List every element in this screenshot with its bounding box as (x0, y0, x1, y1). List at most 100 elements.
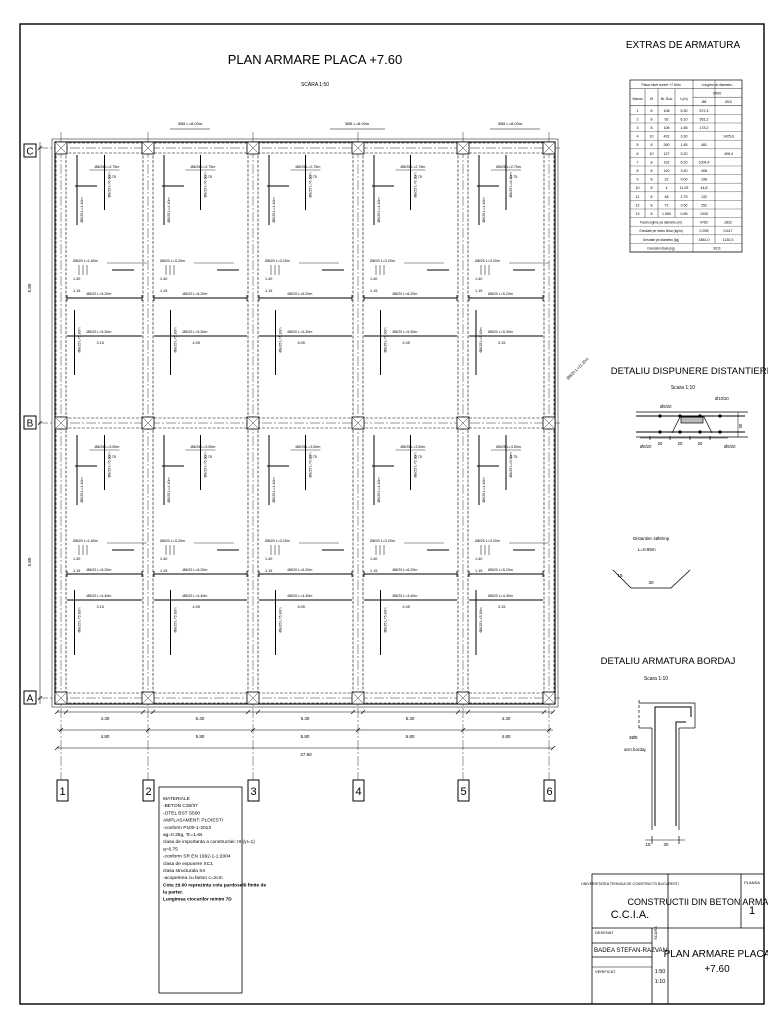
column-hatch (456, 141, 470, 155)
cap-label: Ø8/20 L=3.20m (160, 539, 185, 543)
dimension-row-2: 4.80 5.80 5.80 5.80 4.80 (101, 734, 511, 739)
extra-bar-label: Ø8/25 L=3.50m (401, 445, 426, 449)
spacer-shape (612, 569, 691, 589)
dim-tick (150, 709, 156, 715)
column-hatch (456, 416, 470, 430)
dim-small: 2.75 (205, 455, 212, 459)
dim-small: 1.40 (370, 277, 377, 281)
extras-cell: 8 (651, 109, 653, 113)
spacers-title: DETALIU DISPUNERE DISTANTIERI (611, 366, 768, 377)
side-bar-label: Ø8/20 L=11.20m (565, 356, 590, 381)
extras-cell: 7 (637, 160, 639, 164)
vert-bar-label: Ø8/25 L=5.30m (414, 453, 418, 478)
extras-cell: 108 (664, 109, 670, 113)
cap-label: Ø8/20 L=3.20m (370, 259, 395, 263)
dim-small: 3.15 (498, 341, 505, 345)
col-label-3: 3 (250, 786, 256, 798)
bay-label: Ø8/20 L=5.20m (87, 292, 112, 296)
spacer-label-4: Ø8/20 (724, 444, 736, 449)
extras-cell: 572,4 (700, 109, 709, 113)
extras-cell: 127 (664, 152, 670, 156)
extras-cell: 8 (651, 203, 653, 207)
vert-bar-label-2: Ø8/25 L=4.40m (167, 198, 171, 223)
extras-cell: 481 (701, 143, 707, 147)
bay-label: Ø8/20 L=5.20m (488, 568, 513, 572)
extras-title: EXTRAS DE ARMATURA (626, 40, 741, 51)
bay-label: Ø8/20 L=6.20m (183, 568, 208, 572)
extras-cell: 1 (637, 109, 639, 113)
column-hatch (141, 691, 155, 705)
cap-label: Ø8/20 L=3.20m (370, 539, 395, 543)
extras-cell: 120 (664, 169, 670, 173)
extras-col-header: Ø8 (702, 100, 707, 104)
vert-bar-label: Ø8/25 L=6.10m (509, 173, 513, 198)
extras-cell: 8 (651, 178, 653, 182)
dim-small: 6.05 (298, 341, 305, 345)
dim-small: 1.15 (160, 289, 167, 293)
extras-cell: 1030 (700, 212, 708, 216)
dim-small: 1.15 (370, 289, 377, 293)
slab-edge (51, 138, 559, 708)
dim-small: 1.15 (475, 569, 482, 573)
extras-col-header: Ø10 (725, 100, 732, 104)
dim-small: 1.30 (73, 557, 80, 561)
vert-bar-label-3: Ø8/25 L=5.30m (78, 328, 82, 353)
column-hatch (54, 141, 68, 155)
bay-label-2: Ø8/20 L=4.40m (288, 594, 313, 598)
dim-tick (145, 727, 151, 733)
dim-tick (355, 727, 361, 733)
materials-line-11: -acoperirea cu beton c=2cm (163, 875, 223, 881)
row-marker-a: A (23, 690, 37, 705)
plan-title: PLAN ARMARE PLACA +7.60 (228, 52, 403, 67)
dim-small: 1.15 (73, 569, 80, 573)
vert-bar-label: Ø8/25 L=6.10m (108, 173, 112, 198)
extras-footer-label: Greutate pe metru liniar (kg/m) (639, 229, 682, 233)
dim-tick (455, 709, 461, 715)
extras-cell: 8 (651, 126, 653, 130)
vert-bar-label-2: Ø8/25 L=4.40m (272, 198, 276, 223)
extras-cell: 8 (651, 160, 653, 164)
materials-line-5: ag=0.35g, Tc=1.6s (163, 832, 203, 838)
extras-cell: 13 (636, 212, 640, 216)
extras-footer-value: 1832 (724, 221, 732, 225)
edge-bar-note: arm.bordaj (624, 747, 646, 752)
dim-small: 4.05 (403, 341, 410, 345)
spacer-dim-4: 30 (738, 423, 743, 428)
spacer-length: L=0.85m (638, 547, 656, 552)
vert-bar-label: Ø8/25 L=6.10m (414, 173, 418, 198)
materials-line-10: clasa structurala S4 (163, 868, 205, 874)
spacer-dim-2: 20 (678, 441, 683, 446)
extras-cell: 2 (637, 117, 639, 121)
col-label-2: 2 (145, 786, 151, 798)
edge-dim-1: 15 (645, 842, 651, 847)
materials-line-0: MATERIALE (163, 796, 190, 802)
dim-small: 2.75 (510, 175, 517, 179)
extra-bar-label: Ø8/25 L=2.75m (95, 165, 120, 169)
title-block (591, 873, 765, 1005)
dim-small: 4.05 (403, 605, 410, 609)
dim-tick (255, 709, 261, 715)
extras-col-header: Nr. Buc (661, 97, 673, 101)
materials-line-1: -BETON C30/37 (163, 803, 198, 809)
extras-length-header: Lungimi pe diametru (702, 83, 733, 87)
extras-cell: 162 (664, 160, 670, 164)
dim-tick (58, 727, 64, 733)
cap-label: Ø8/20 L=3.20m (475, 259, 500, 263)
spacer-shape-dim-b: 15 (617, 573, 623, 578)
extras-cell: 1.060 (662, 212, 671, 216)
dim-small: 1.15 (160, 569, 167, 573)
materials-line-6: clasa de importanta a constructiei: III … (163, 839, 255, 845)
column-hatch (542, 691, 556, 705)
bay-label-2: Ø8/20 L=5.30m (288, 330, 313, 334)
cap-label: Ø8/20 L=3.20m (265, 259, 290, 263)
vert-bar-label-2: Ø8/25 L=4.40m (482, 478, 486, 503)
bay-label: Ø8/20 L=6.20m (183, 292, 208, 296)
extras-cell: 0.85 (681, 212, 688, 216)
vert-bar-label-3: Ø8/25 L=5.30m (384, 328, 388, 353)
tb-sheet-label: PLANSA (744, 880, 760, 885)
vert-bar-label-3: Ø8/25 L=5.30m (174, 608, 178, 633)
extras-cell: 1425,6 (723, 135, 734, 139)
materials-line-3: AMPLASAMENT: PLOIESTI (163, 818, 223, 824)
dim-small: 6.05 (298, 605, 305, 609)
